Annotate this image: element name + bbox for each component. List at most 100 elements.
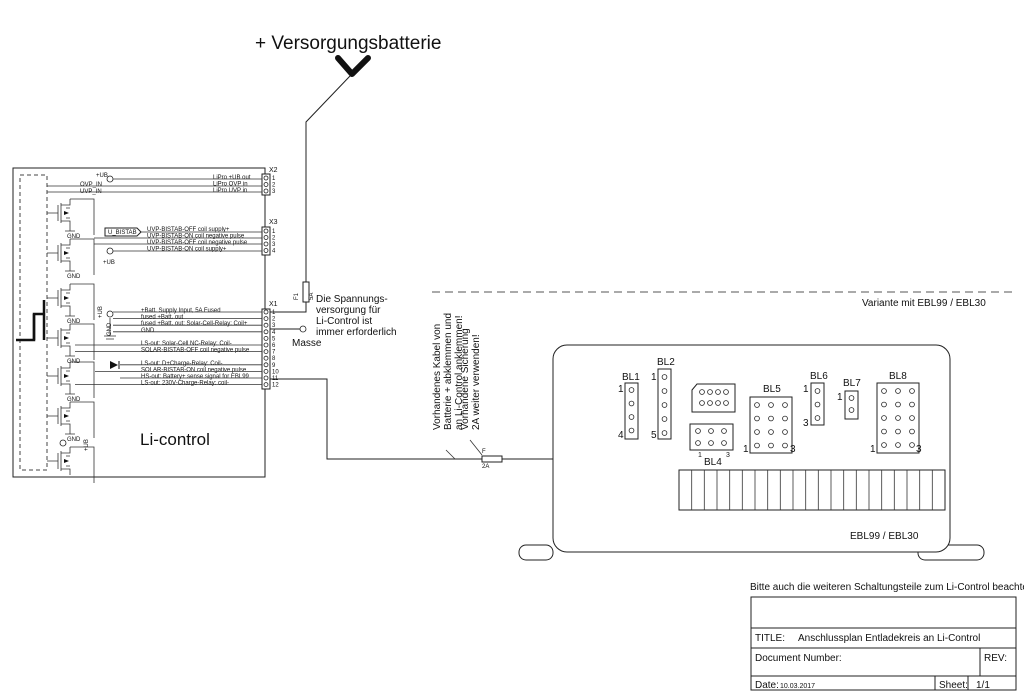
bl7-first: 1 [837, 392, 843, 403]
bl5-pin [768, 415, 774, 422]
bl1-last: 4 [618, 430, 624, 441]
x1-pin-number: 3 [272, 323, 276, 329]
bl5-pin [768, 402, 774, 408]
bl8-pin [881, 428, 887, 435]
li-control-label: Li-control [140, 430, 210, 449]
x1-pin-1 [263, 309, 269, 315]
x1-pin-number: 6 [272, 343, 276, 349]
masse-label: Masse [292, 338, 322, 349]
bl8-label: BL8 [889, 371, 907, 382]
bl5-pin [754, 402, 760, 408]
bl4-pin [721, 440, 727, 446]
svg-text:Batterie + abklemmen und: Batterie + abklemmen und [443, 313, 454, 430]
title-label: TITLE: [755, 633, 785, 644]
note2-pointer [469, 439, 483, 456]
x1-pin-label: LS-out: 230V-Charge-Relay: coil- [141, 381, 229, 387]
u-bistab-label: U_BISTAB [108, 230, 137, 236]
x2-pin-label: LiPro UVP in [213, 188, 247, 194]
x1-pin-number: 8 [272, 356, 276, 362]
x3-pin-label: UVP-BISTAB-ON coil supply+ [147, 247, 227, 253]
bl4-pin [708, 440, 714, 446]
bl2-pin [661, 416, 668, 422]
mosfet-stage: GND [47, 401, 95, 443]
x1-pin-2 [263, 316, 269, 322]
mosfet-stage: GND [47, 238, 95, 280]
svg-text:Vorhandene Sicherung: Vorhandene Sicherung [460, 328, 471, 430]
x2-ovp-label: OVP_IN [80, 182, 102, 188]
bl1-pin [628, 414, 635, 420]
title-block [750, 596, 1017, 691]
x2-pin-3 [263, 188, 269, 194]
bl7-pin [848, 407, 855, 413]
gnd-label: GND [67, 437, 81, 443]
bl2-last: 5 [651, 430, 657, 441]
aux-pin [715, 400, 721, 406]
bl4-first: 1 [698, 452, 702, 459]
fuse-to-x1-wire [270, 302, 307, 313]
bl5-pin [782, 429, 788, 435]
x2-wires [47, 178, 262, 193]
sheet-value: 1/1 [976, 680, 990, 691]
bottom-ub-label: +UB [84, 439, 90, 451]
bl8-pin [909, 428, 915, 435]
bl2-pin [661, 374, 668, 380]
li-control-module [12, 167, 266, 478]
x3-connector [261, 226, 271, 256]
bl8-pin [909, 401, 915, 408]
gnd-label: GND [67, 274, 81, 280]
x3-pin-label: UVP-BISTAB-ON coil negative pulse [147, 234, 245, 240]
aux-pin [699, 400, 705, 406]
bl1-pin [628, 387, 635, 393]
bl2-label: BL2 [657, 357, 675, 368]
x3-ub-terminal [106, 247, 114, 255]
bl8-pin [909, 415, 915, 421]
bl5-pin [754, 429, 760, 435]
supply-note: Die Spannungs- versorgung für Li-Control… [316, 294, 397, 338]
x1-pin-3 [263, 322, 269, 328]
bl2-first: 1 [651, 372, 657, 383]
x1-pin-label: LS-out: D+Charge-Relay: Coil- [141, 361, 223, 367]
mosfet-stage: GND [47, 283, 95, 325]
bl5-pin [782, 415, 788, 422]
x1-pin-7 [263, 349, 269, 355]
x1-pin-label: SOLAR-BISTAB-OFF coil negative pulse [141, 348, 250, 354]
footer-note: Bitte auch die weiteren Schaltungsteile … [750, 582, 1024, 593]
x1-pin-number: 1 [272, 310, 276, 316]
bl6-label: BL6 [810, 371, 828, 382]
x1-ub-terminal [106, 310, 114, 318]
bl1-connector [624, 382, 639, 440]
bl4-last: 3 [726, 452, 730, 459]
bl6-pin [814, 401, 821, 408]
x1-pin-label: GND [141, 328, 155, 334]
x1-pin-label: fused +Batt. out [141, 315, 184, 321]
bl4-label: BL4 [704, 457, 722, 468]
x1-pin-label: HS-out: Battery+ sense signal for EBL99 [141, 374, 250, 380]
fuse-f1-ref: F1 [294, 292, 300, 300]
bl8-pin [881, 388, 887, 394]
bl1-pin [628, 427, 635, 434]
bl2-pin [661, 430, 668, 436]
x2-pin-1 [263, 175, 269, 181]
gnd-label: GND [67, 319, 81, 325]
aux-pin [723, 389, 729, 395]
x1-pin-label: fused +Batt. out: Solar-Cell-Relay: Coil… [141, 321, 248, 327]
sheet-label: Sheet: [939, 680, 968, 691]
x1-pin-number: 10 [272, 369, 279, 375]
bl4-pin [695, 428, 701, 434]
bl5-pin [754, 415, 760, 422]
bl5-label: BL5 [763, 384, 781, 395]
bl6-last: 3 [803, 418, 809, 429]
bl8-pin [909, 442, 915, 448]
bl5-pin [782, 442, 788, 449]
bl8-pin [881, 401, 887, 408]
svg-text:versorgung für: versorgung für [316, 305, 381, 316]
x3-pin-3 [263, 241, 269, 247]
bl8-pin [895, 401, 901, 408]
aux-pin [723, 400, 729, 406]
aux-pin [707, 400, 713, 406]
x2-ub-label: +UB [96, 173, 108, 179]
svg-text:immer erforderlich: immer erforderlich [316, 327, 397, 338]
aux-connector [691, 383, 736, 413]
x3-pin-1 [263, 228, 269, 234]
